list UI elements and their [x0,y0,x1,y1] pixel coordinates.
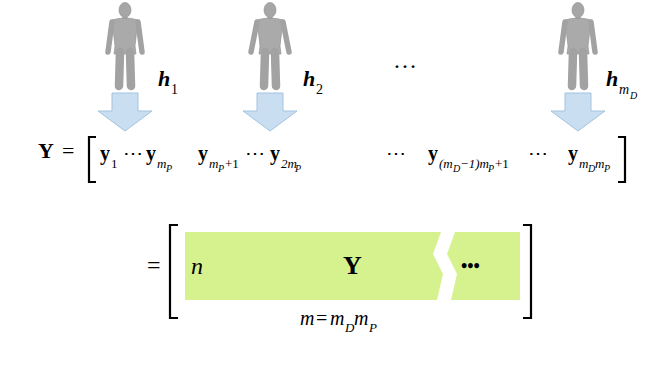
figure-torso [112,18,138,54]
equation-symbol: m [595,157,604,170]
equation-symbol: y [568,143,578,163]
equation-symbol: = [147,253,161,277]
equation-symbol: y [198,143,208,163]
down-arrow [98,93,152,131]
torn-gap [433,232,457,300]
matrix-symbol: Y [343,253,362,279]
figure-leg [119,52,120,86]
figure-label: … [393,48,417,72]
equation-symbol: = [62,140,74,162]
dimension-label: m [330,308,344,328]
figure-label: m [619,83,629,97]
matrix-bracket [89,137,96,182]
human-figure [561,3,595,87]
equation-symbol: ⋯ [386,143,406,163]
equation-symbol: +1 [225,157,239,170]
figure-arm [138,22,142,52]
figure-label: D [630,91,637,101]
equation-symbol: +1 [495,157,509,170]
dimension-label: D [345,321,354,334]
figure-leg [275,52,276,86]
equation-symbol: m [209,157,218,170]
equation-symbol: ⋯ [123,143,143,163]
equation-symbol: −1)m [460,157,489,170]
equation-symbol: y [100,143,110,163]
figure-arm [108,22,112,52]
figure-torso [257,18,283,54]
equation-symbol: y [146,143,156,163]
equation-symbol: Y [38,140,54,162]
equation-symbol: P [604,164,610,174]
equation-symbol: P [166,164,172,174]
dimension-label: m [300,308,314,328]
figure-leg [130,52,131,86]
equation-symbol: D [588,164,595,174]
figure-label: h [303,68,315,90]
equation-symbol: m [157,157,166,170]
matrix-block: n Y ••• [185,232,520,300]
down-arrow [243,93,297,131]
continuation-dots: ••• [461,257,480,275]
figure-arm [251,22,257,52]
down-arrow [551,93,605,131]
matrix-bracket [618,137,625,182]
equation-symbol: m [579,157,588,170]
dimension-label: = [316,308,327,328]
figure-label: 1 [171,83,178,97]
equation-symbol: y [270,143,280,163]
figure-label: h [606,68,618,90]
figure-label: h [158,68,170,90]
equation-symbol: ⋯ [245,143,265,163]
figure-arm [561,22,565,52]
figure-head [572,3,584,18]
dimension-label: n [191,254,203,278]
equation-symbol: P [218,164,224,174]
figure-leg [583,52,584,86]
matrix-bracket [170,225,178,318]
equation-symbol: 2m [281,157,297,170]
matrix-bracket [523,225,531,318]
equation-symbol: D [453,164,460,174]
human-figure [251,3,289,87]
figure-head [119,3,131,18]
figure-arm [283,22,289,52]
human-figure [108,3,142,87]
figure-leg [264,52,265,86]
dimension-label: m [354,308,368,328]
equation-symbol: P [488,164,494,174]
dimension-label: P [369,321,377,334]
equation-symbol: (m [439,157,453,170]
figure-torso [565,18,591,54]
equation-symbol: 1 [111,157,118,170]
figure-leg [572,52,573,86]
equation-symbol: ⋯ [528,143,548,163]
figure-arm [591,22,595,52]
figure-head [264,3,276,18]
figure-label: 2 [316,83,323,97]
equation-symbol: P [295,164,301,174]
equation-symbol: y [428,143,438,163]
